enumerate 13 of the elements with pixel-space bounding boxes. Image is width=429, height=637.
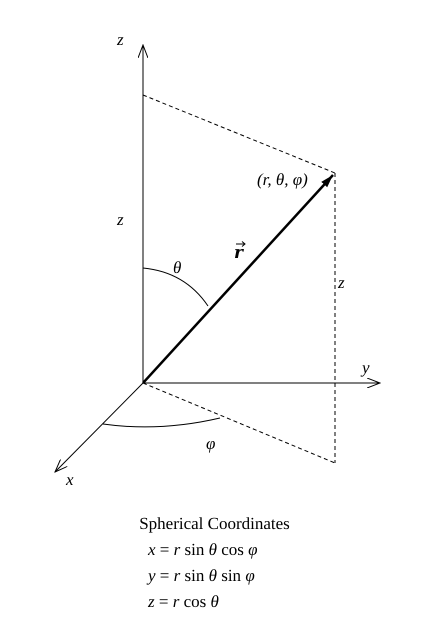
axis-label: y — [362, 358, 370, 378]
formula: x = r sin θ cos φ — [148, 540, 258, 560]
length-label: z — [338, 273, 345, 293]
vector-label: r — [234, 243, 243, 263]
angle-label: φ — [206, 434, 216, 454]
axis-label: x — [66, 470, 74, 490]
formula: z = r cos θ — [148, 592, 219, 612]
point-label: (r, θ, φ) — [257, 170, 308, 190]
axis-label: z — [117, 30, 124, 50]
length-label: z — [117, 210, 124, 230]
caption: Spherical Coordinates — [139, 514, 290, 533]
formula: y = r sin θ sin φ — [148, 566, 255, 586]
angle-label: θ — [173, 258, 182, 278]
